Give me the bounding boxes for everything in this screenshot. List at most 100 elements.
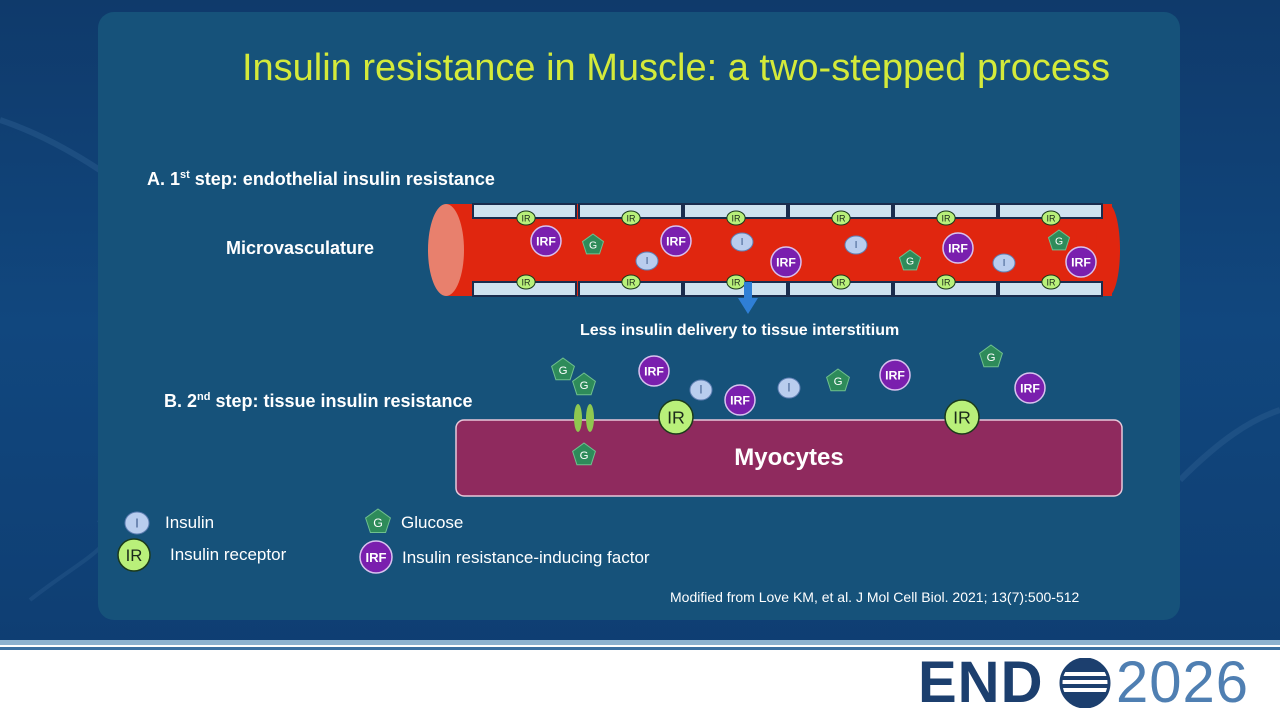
glucose-icon: G	[551, 357, 575, 381]
irf-icon: IRF	[770, 246, 802, 278]
insulin-icon: I	[992, 253, 1016, 273]
legend-receptor-label: Insulin receptor	[170, 545, 287, 564]
irf-icon: IRF	[1065, 246, 1097, 278]
glucose-icon: G	[365, 508, 391, 533]
irf-icon: IRF	[879, 359, 911, 391]
down-arrow-icon	[738, 282, 758, 314]
receptor-marker-text: IR	[627, 278, 637, 288]
step-b-heading: B. 2nd step: tissue insulin resistance	[164, 391, 473, 411]
glucose-marker-text: G	[1055, 237, 1063, 248]
insulin-receptor-icon: IR	[936, 210, 956, 226]
insulin-icon: I	[635, 251, 659, 271]
receptor-marker-text: IR	[126, 546, 143, 565]
irf-icon: IRF	[942, 232, 974, 264]
insulin-marker-text: I	[741, 237, 744, 248]
irf-marker-text: IRF	[885, 369, 905, 383]
receptor-marker-text: IR	[522, 278, 532, 288]
glucose-marker-text: G	[987, 352, 996, 364]
glucose-marker-text: G	[589, 241, 597, 252]
insulin-receptor-icon: IR	[831, 274, 851, 290]
receptor-marker-text: IR	[942, 278, 952, 288]
insulin-receptor-icon: IR	[621, 210, 641, 226]
irf-marker-text: IRF	[730, 394, 750, 408]
insulin-receptor-icon: IR	[516, 210, 536, 226]
receptor-marker-text: IR	[1047, 214, 1057, 224]
vessel-opening	[428, 204, 464, 296]
myocytes-label: Myocytes	[734, 444, 844, 471]
insulin-receptor-icon: IR	[726, 274, 746, 290]
glucose-marker-text: G	[906, 257, 914, 268]
insulin-receptor-icon: IR	[621, 274, 641, 290]
irf-marker-text: IRF	[1071, 256, 1091, 270]
irf-marker-text: IRF	[948, 242, 968, 256]
legend-glucose-label: Glucose	[401, 513, 464, 532]
glucose-marker-text: G	[834, 376, 843, 388]
receptor-marker-text: IR	[1047, 278, 1057, 288]
glucose-icon: G	[898, 249, 922, 271]
insulin-receptor-icon: IR	[117, 538, 151, 572]
insulin-marker-text: I	[646, 256, 649, 267]
glucose-marker-text: G	[559, 365, 568, 377]
irf-icon: IRF	[660, 225, 692, 257]
irf-icon: IRF	[724, 384, 756, 416]
irf-marker-text: IRF	[644, 365, 664, 379]
insulin-receptor-icon: IR	[831, 210, 851, 226]
delivery-label: Less insulin delivery to tissue intersti…	[580, 322, 900, 339]
insulin-marker-text: I	[699, 385, 702, 397]
glucose-marker-text: G	[373, 516, 383, 530]
insulin-receptor-icon: IR	[1041, 210, 1061, 226]
receptor-marker-text: IR	[953, 408, 971, 428]
receptor-marker-text: IR	[732, 278, 742, 288]
insulin-icon: I	[730, 232, 754, 252]
legend-irf-label: Insulin resistance-inducing factor	[402, 548, 650, 567]
insulin-receptor-icon: IR	[658, 399, 694, 435]
slide-card	[98, 12, 1180, 620]
myocytes-cell	[455, 419, 1123, 497]
glucose-icon: G	[581, 233, 605, 255]
receptor-marker-text: IR	[837, 214, 847, 224]
glucose-icon: G	[572, 442, 596, 466]
insulin-marker-text: I	[1003, 258, 1006, 269]
citation: Modified from Love KM, et al. J Mol Cell…	[670, 589, 1080, 605]
glucose-icon: G	[572, 372, 596, 396]
irf-icon: IRF	[638, 355, 670, 387]
insulin-marker-text: I	[135, 517, 139, 531]
logo-year-text: 2026	[1116, 650, 1250, 715]
glucose-icon: G	[1047, 229, 1071, 251]
insulin-receptor-icon: IR	[726, 210, 746, 226]
glucose-transporter-icon	[574, 404, 594, 432]
insulin-icon: I	[124, 511, 150, 535]
receptor-marker-text: IR	[732, 214, 742, 224]
irf-marker-text: IRF	[536, 235, 556, 249]
irf-icon: IRF	[530, 225, 562, 257]
insulin-icon: I	[844, 235, 868, 255]
step-a-heading: A. 1st step: endothelial insulin resista…	[147, 169, 495, 189]
irf-icon: IRF	[1014, 372, 1046, 404]
glucose-icon: G	[979, 344, 1003, 368]
irf-marker-text: IRF	[365, 550, 386, 565]
insulin-marker-text: I	[787, 383, 790, 395]
receptor-marker-text: IR	[522, 214, 532, 224]
glucose-icon: G	[826, 368, 850, 392]
irf-marker-text: IRF	[666, 235, 686, 249]
legend-insulin-label: Insulin	[165, 513, 215, 532]
vessel-far-end	[1096, 204, 1120, 296]
footer-accent-bar	[0, 640, 1280, 645]
receptor-marker-text: IR	[627, 214, 637, 224]
receptor-marker-text: IR	[942, 214, 952, 224]
microvasculature-label: Microvasculature	[226, 238, 375, 258]
insulin-marker-text: I	[855, 240, 858, 251]
irf-marker-text: IRF	[1020, 382, 1040, 396]
logo-brand-text: END	[918, 650, 1044, 715]
insulin-receptor-icon: IR	[516, 274, 536, 290]
glucose-marker-text: G	[580, 380, 589, 392]
insulin-icon: I	[689, 379, 713, 401]
slide-title: Insulin resistance in Muscle: a two-step…	[241, 47, 1111, 89]
insulin-receptor-icon: IR	[944, 399, 980, 435]
globe-icon	[1059, 658, 1111, 708]
irf-marker-text: IRF	[776, 256, 796, 270]
insulin-receptor-icon: IR	[1041, 274, 1061, 290]
insulin-receptor-icon: IR	[936, 274, 956, 290]
receptor-marker-text: IR	[667, 408, 685, 428]
